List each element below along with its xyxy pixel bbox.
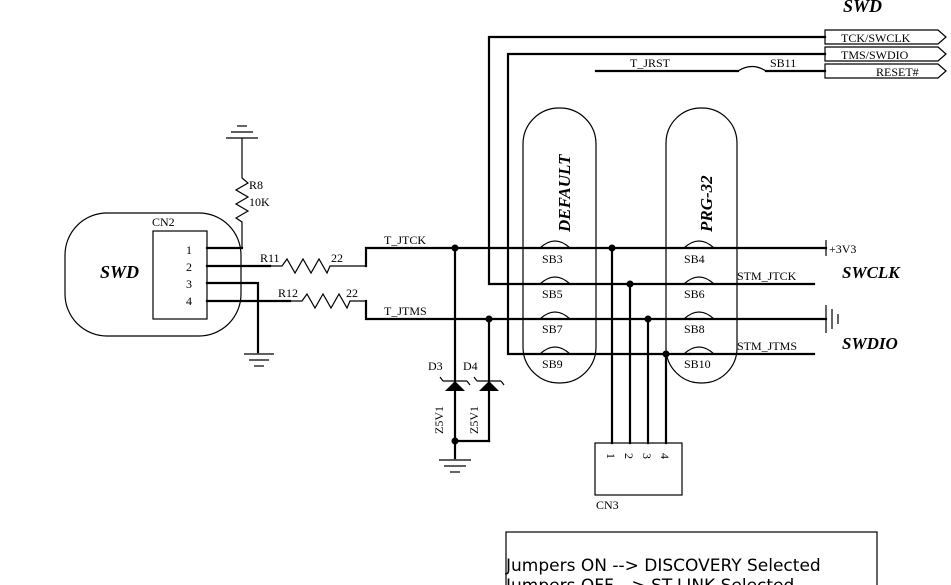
trace-jtck <box>364 246 614 268</box>
junction-dot <box>451 244 459 252</box>
net-label-jrst: T_JRST <box>630 56 671 70</box>
swd-header-pin-1: TCK/SWCLK <box>824 29 947 45</box>
d3-value: Z5V1 <box>432 406 446 434</box>
prg32-group-label: PRG-32 <box>697 175 716 233</box>
cn3-pin-1: 1 <box>604 453 618 459</box>
resistor-r12 <box>290 292 366 310</box>
cn2-pin-1: 1 <box>186 243 192 257</box>
cn3-pin-3: 3 <box>640 453 654 459</box>
swclk-label: SWCLK <box>842 263 901 282</box>
d4-value: Z5V1 <box>467 406 481 434</box>
cn2-label: SWD <box>100 262 139 282</box>
sb7-label: SB7 <box>542 322 563 336</box>
sb7-jumper <box>539 311 571 320</box>
sb9-jumper <box>539 346 571 355</box>
note-line-2: Jumpers OFF --> ST-LINK Selected <box>505 576 794 585</box>
sb8-jumper <box>683 311 715 320</box>
junction-dot <box>451 437 459 445</box>
sb6-label: SB6 <box>684 287 705 301</box>
sb6-jumper <box>683 276 715 285</box>
ground-symbol-left <box>244 353 274 367</box>
default-group-outline <box>522 107 597 384</box>
swd-pin-label-1: TCK/SWCLK <box>841 31 911 45</box>
cn3-ref: CN3 <box>596 498 619 512</box>
junction-dot <box>644 315 652 323</box>
r11-value: 22 <box>331 251 343 265</box>
swd-header-pin-2: TMS/SWDIO <box>824 46 947 62</box>
net-label-jtms: T_JTMS <box>384 304 427 318</box>
cn3-pin-2: 2 <box>622 453 636 459</box>
d3-ref: D3 <box>428 359 443 373</box>
vcc-label: +3V3 <box>829 242 856 256</box>
ground-symbol-right <box>825 305 839 333</box>
r11-ref: R11 <box>260 251 280 265</box>
swd-pin-label-3: RESET# <box>876 65 919 79</box>
r12-ref: R12 <box>278 286 298 300</box>
ground-symbol-diodes <box>439 459 471 473</box>
sb4-jumper <box>683 240 715 249</box>
sb10-label: SB10 <box>684 357 711 371</box>
diode-d3 <box>439 376 471 443</box>
sb9-label: SB9 <box>542 357 563 371</box>
prg32-group-outline <box>665 107 738 384</box>
cn2-wire-3 <box>205 281 260 354</box>
cn2-pin-3: 3 <box>186 277 192 291</box>
jumper-note-box <box>505 531 878 585</box>
sb11-jumper <box>737 65 767 72</box>
cn2-pin-2: 2 <box>186 260 192 274</box>
junction-dot <box>608 244 616 252</box>
swd-pin-label-2: TMS/SWDIO <box>841 48 909 62</box>
diode-d4 <box>473 376 505 443</box>
cn2-body <box>152 230 208 320</box>
note-line-1: Jumpers ON --> DISCOVERY Selected <box>505 556 821 576</box>
sb5-label: SB5 <box>542 287 563 301</box>
r8-ref: R8 <box>249 178 263 192</box>
sb3-jumper <box>539 240 571 249</box>
swd-header-pin-3: RESET# <box>824 63 947 79</box>
d4-ref: D4 <box>463 359 478 373</box>
resistor-r11 <box>270 257 366 275</box>
sb5-jumper <box>539 276 571 285</box>
resistor-r8 <box>234 145 250 248</box>
net-label-jtck: T_JTCK <box>384 233 426 247</box>
trace-swclk <box>487 35 827 286</box>
swdio-label: SWDIO <box>842 334 898 353</box>
sb11-label: SB11 <box>770 56 796 70</box>
r12-value: 22 <box>346 286 358 300</box>
net-label-stm-jtck: STM_JTCK <box>737 269 797 283</box>
sb4-label: SB4 <box>684 252 705 266</box>
cn2-outline <box>64 212 242 337</box>
cn3-pin-4: 4 <box>658 453 672 459</box>
default-group-label: DEFAULT <box>555 154 574 233</box>
junction-dot <box>626 280 634 288</box>
sb3-label: SB3 <box>542 252 563 266</box>
junction-dot <box>485 315 493 323</box>
sb8-label: SB8 <box>684 322 705 336</box>
ground-symbol-top <box>226 125 258 145</box>
junction-dot <box>662 350 670 358</box>
trace-jtms <box>364 299 692 321</box>
cn2-pin-4: 4 <box>186 294 192 308</box>
r8-value: 10K <box>249 195 270 209</box>
swd-title: SWD <box>843 0 882 16</box>
cn2-ref: CN2 <box>152 215 175 229</box>
trace-swdio <box>506 52 827 356</box>
net-label-stm-jtms: STM_JTMS <box>737 339 797 353</box>
sb10-jumper <box>683 346 715 355</box>
cn3-body <box>594 442 683 496</box>
